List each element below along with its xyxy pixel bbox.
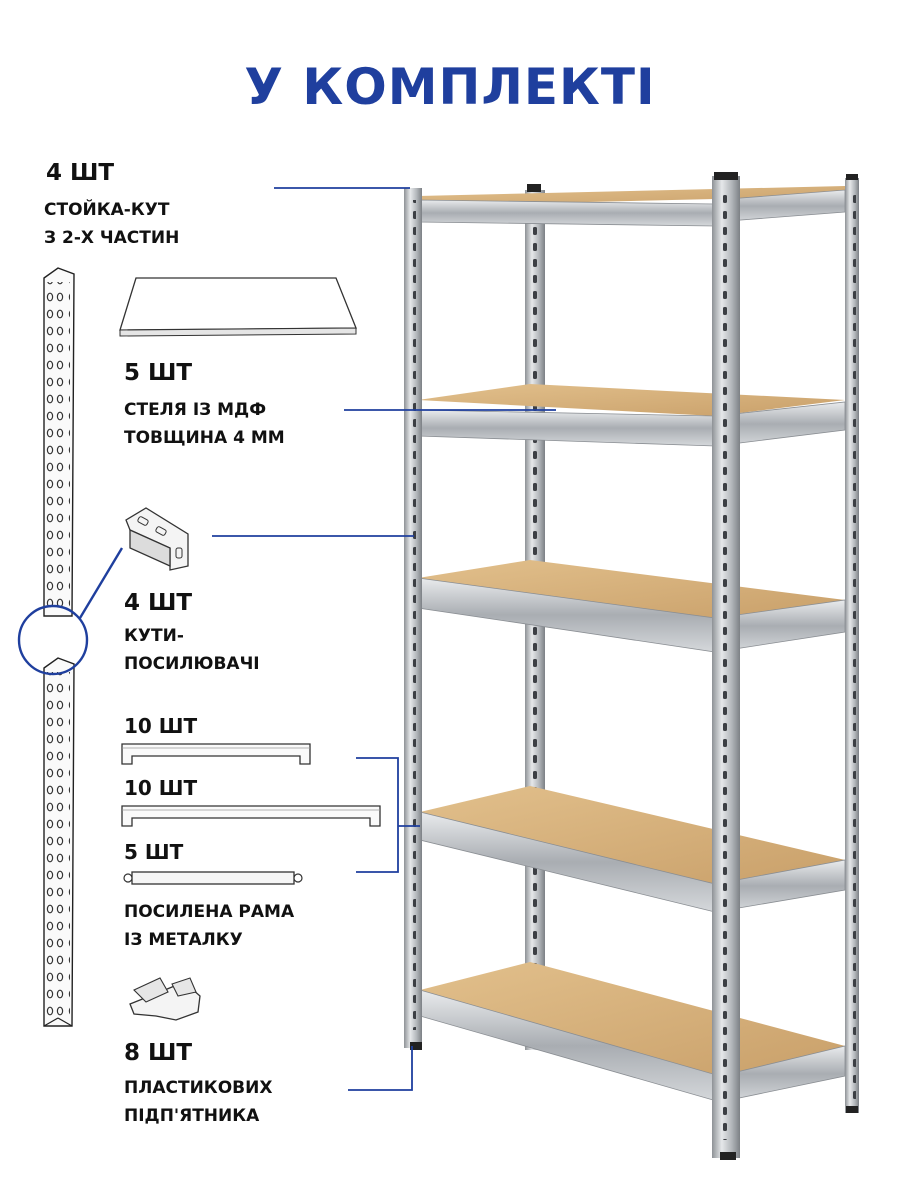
item-desc-boards: СТЕЛЯ ІЗ МДФ ТОВЩИНА 4 ММ bbox=[124, 396, 285, 452]
item-desc-brackets: КУТИ- ПОСИЛЮВАЧІ bbox=[124, 622, 260, 678]
item-desc-line: КУТИ- bbox=[124, 626, 184, 646]
item-desc-line: ПЛАСТИКОВИХ bbox=[124, 1078, 273, 1098]
item-qty-brackets: 4 ШТ bbox=[124, 590, 193, 616]
shelving-rack-image bbox=[404, 172, 859, 1160]
item-desc-posts: СТОЙКА-КУТ З 2-Х ЧАСТИН bbox=[44, 196, 179, 252]
mdf-board-icon bbox=[119, 277, 357, 337]
item-desc-line: ПОСИЛЮВАЧІ bbox=[124, 654, 260, 674]
item-qty-posts: 4 ШТ bbox=[46, 160, 115, 186]
joint-magnifier-icon bbox=[17, 547, 124, 676]
item-desc-line: ПІДП'ЯТНИКА bbox=[124, 1106, 260, 1126]
item-desc-line: З 2-Х ЧАСТИН bbox=[44, 228, 180, 248]
plastic-foot-icon bbox=[129, 977, 201, 1021]
item-desc-line: СТОЙКА-КУТ bbox=[44, 200, 170, 220]
item-desc-line: ІЗ МЕТАЛКУ bbox=[124, 930, 243, 950]
item-desc-line: ПОСИЛЕНА РАМА bbox=[124, 902, 295, 922]
item-qty-beam-a: 10 ШТ bbox=[124, 714, 198, 738]
corner-bracket-icon bbox=[125, 507, 189, 571]
angle-post-icon bbox=[43, 267, 75, 1027]
item-qty-beam-c: 5 ШТ bbox=[124, 840, 184, 864]
item-qty-beam-b: 10 ШТ bbox=[124, 776, 198, 800]
item-desc-feet: ПЛАСТИКОВИХ ПІДП'ЯТНИКА bbox=[124, 1074, 272, 1130]
page-title: У КОМПЛЕКТІ bbox=[244, 58, 656, 116]
callout-lines bbox=[212, 187, 556, 1091]
item-qty-feet: 8 ШТ bbox=[124, 1040, 193, 1066]
item-desc-beams: ПОСИЛЕНА РАМА ІЗ МЕТАЛКУ bbox=[124, 898, 294, 954]
item-qty-boards: 5 ШТ bbox=[124, 360, 193, 386]
item-desc-line: ТОВЩИНА 4 ММ bbox=[124, 428, 285, 448]
metal-beam-icon bbox=[121, 743, 381, 885]
item-desc-line: СТЕЛЯ ІЗ МДФ bbox=[124, 400, 267, 420]
